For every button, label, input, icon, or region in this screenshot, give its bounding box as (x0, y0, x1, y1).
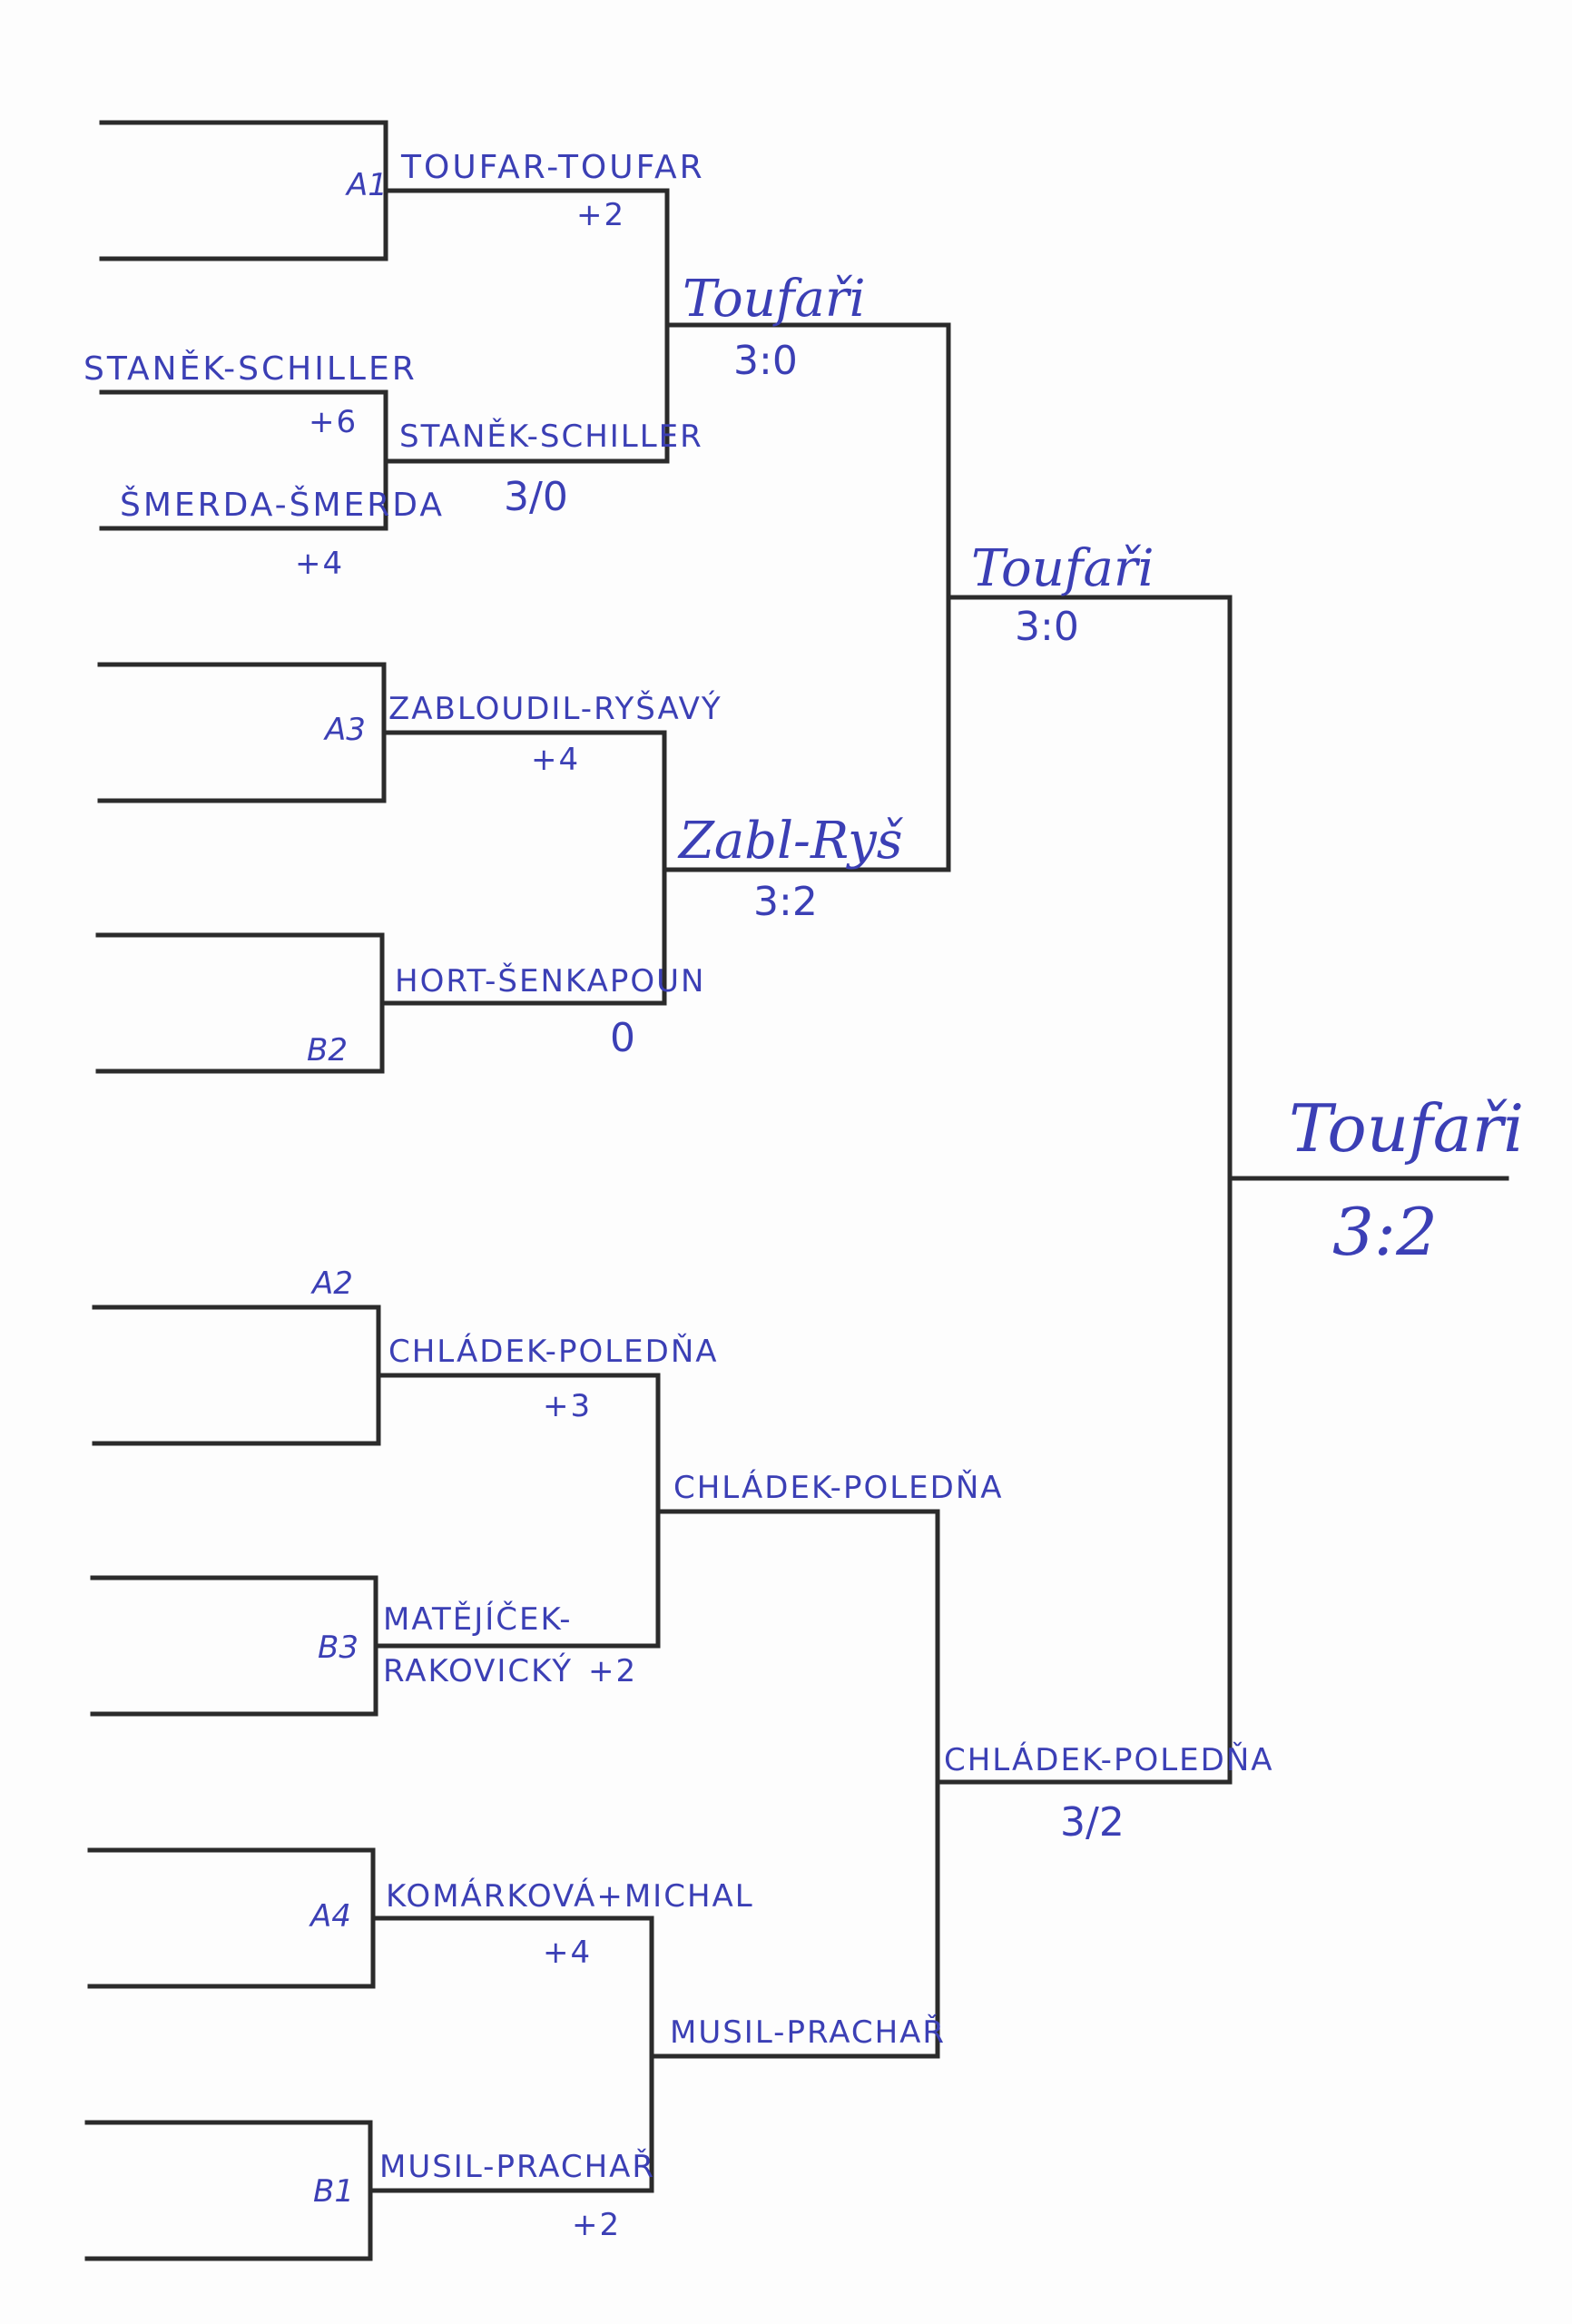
qf-bracket-2 (649, 1509, 940, 2059)
seed-b3: B3 (318, 1630, 359, 1666)
slot-box-1 (99, 120, 388, 261)
sf2-winner: CHLÁDEK-POLEDŇA (944, 1741, 1274, 1778)
seed-a4: A4 (309, 1898, 351, 1935)
sf-bracket (935, 595, 1233, 1785)
qf2-winner: Zabl-Ryš (677, 812, 904, 871)
r2m4-team1-name: KOMÁRKOVÁ+MICHAL (386, 1877, 754, 1915)
r2m4-team2-name: MUSIL-PRACHAŘ (379, 2148, 655, 2185)
r1-team1-score: +6 (309, 404, 358, 440)
sf2-score: 3/2 (1060, 1799, 1125, 1846)
r2m2-team2-name: HORT-ŠENKAPOUN (395, 962, 705, 1000)
r2m3-team2-name-line1: MATĚJÍČEK- (383, 1600, 572, 1638)
slot-box-5 (92, 1305, 381, 1446)
seed-a2: A2 (310, 1265, 353, 1302)
r2m1-team1-name: TOUFAR-TOUFAR (400, 149, 705, 186)
r1-team1-name: STANĚK-SCHILLER (84, 350, 418, 388)
r2m3-team1-score: +3 (543, 1388, 592, 1424)
r2m2-team1-name: ZABLOUDIL-RYŠAVÝ (388, 690, 722, 727)
r2m3-team2-name-line2: RAKOVICKÝ (383, 1652, 573, 1689)
r2m3-team1-name: CHLÁDEK-POLEDŇA (388, 1333, 719, 1370)
r2m2-team2-score: 0 (610, 1015, 635, 1061)
r2m1-team2-score: 3/0 (504, 474, 568, 520)
qf1-winner: Toufaři (683, 270, 866, 329)
sf1-score: 3:0 (1015, 604, 1079, 650)
qf-bracket-1 (662, 322, 951, 872)
r2m4-team2-score: +2 (572, 2207, 621, 2243)
qf1-score: 3:0 (733, 338, 798, 384)
sf1-winner: Toufaři (971, 539, 1154, 598)
qf2-score: 3:2 (753, 879, 818, 925)
seed-b1: B1 (313, 2173, 354, 2210)
r2m3-team2-score: +2 (588, 1653, 637, 1689)
seed-b2: B2 (307, 1032, 348, 1068)
bracket-lines (84, 120, 1509, 2261)
final-score: 3:2 (1332, 1194, 1438, 1270)
qf3-winner: CHLÁDEK-POLEDŇA (673, 1469, 1004, 1506)
seed-a3: A3 (323, 712, 366, 748)
r2m1-team1-score: +2 (576, 197, 625, 233)
qf4-winner: MUSIL-PRACHAŘ (670, 2014, 946, 2051)
final-winner: Toufaři (1289, 1090, 1524, 1167)
r2m2-team1-score: +4 (531, 742, 580, 778)
r2m4-team1-score: +4 (543, 1935, 592, 1971)
r1-team2-name: ŠMERDA-ŠMERDA (120, 486, 445, 524)
seed-a1: A1 (345, 167, 388, 203)
r1-team2-score: +4 (295, 546, 344, 582)
r2m1-team2-name: STANĚK-SCHILLER (399, 418, 703, 455)
